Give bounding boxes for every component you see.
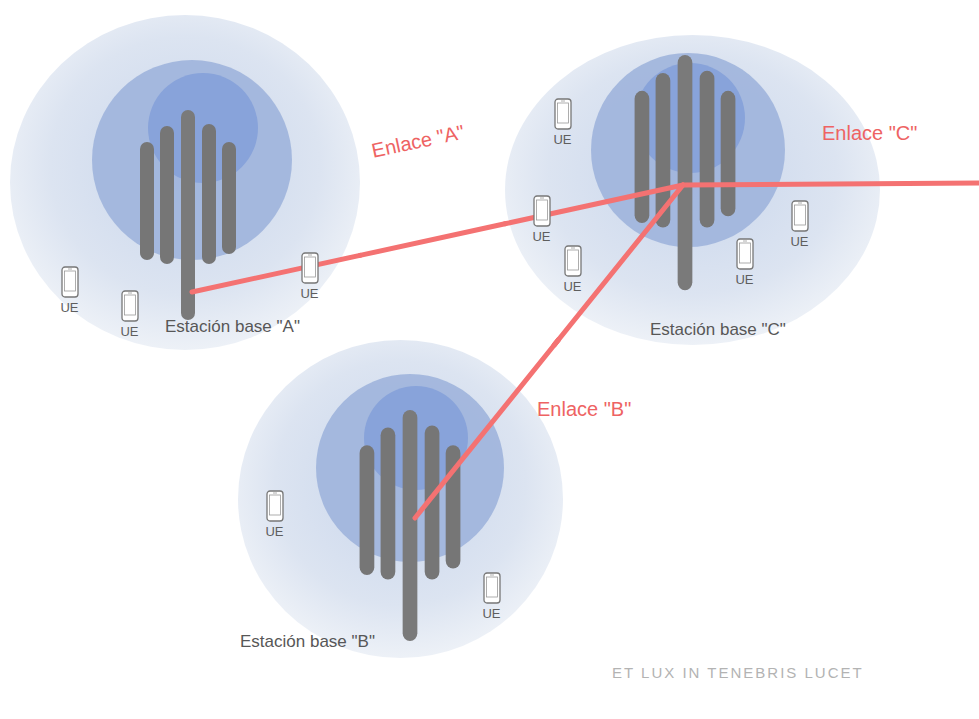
phone-icon xyxy=(554,98,572,130)
ue-label: UE xyxy=(58,300,81,315)
base-station-cell: Estación base "C" UE UE UE UE UE xyxy=(505,35,880,345)
phone-icon xyxy=(791,200,809,232)
ue-label: UE xyxy=(118,324,141,339)
phone-icon xyxy=(533,195,551,227)
phone-icon xyxy=(266,490,284,522)
station-label: Estación base "B" xyxy=(240,632,375,652)
user-equipment: UE xyxy=(733,238,756,287)
user-equipment: UE xyxy=(298,252,321,301)
user-equipment: UE xyxy=(551,98,574,147)
radio-link xyxy=(554,340,558,345)
ue-label: UE xyxy=(298,286,321,301)
phone-icon xyxy=(483,572,501,604)
ue-label: UE xyxy=(480,606,503,621)
watermark-text: ET LUX IN TENEBRIS LUCET xyxy=(612,664,864,681)
coverage-ellipse xyxy=(505,35,880,345)
backhaul-link xyxy=(683,183,979,185)
station-label: Estación base "C" xyxy=(650,320,786,340)
radio-link xyxy=(360,224,505,256)
link-label: Enlace "C" xyxy=(822,122,917,145)
user-equipment: UE xyxy=(263,490,286,539)
ue-label: UE xyxy=(551,132,574,147)
ue-label: UE xyxy=(561,279,584,294)
base-station-cell: Estación base "A" UE UE UE xyxy=(10,15,360,350)
user-equipment: UE xyxy=(58,266,81,315)
user-equipment: UE xyxy=(118,290,141,339)
coverage-ellipse xyxy=(238,340,563,658)
user-equipment: UE xyxy=(480,572,503,621)
station-label: Estación base "A" xyxy=(165,317,300,337)
user-equipment: UE xyxy=(788,200,811,249)
link-label: Enlace "B" xyxy=(537,398,631,421)
phone-icon xyxy=(121,290,139,322)
base-station-cell: Estación base "B" UE UE xyxy=(238,340,563,658)
phone-icon xyxy=(61,266,79,298)
user-equipment: UE xyxy=(530,195,553,244)
link-label: Enlace "A" xyxy=(370,121,467,163)
user-equipment: UE xyxy=(561,245,584,294)
ue-label: UE xyxy=(733,272,756,287)
ue-label: UE xyxy=(788,234,811,249)
phone-icon xyxy=(564,245,582,277)
phone-icon xyxy=(301,252,319,284)
ue-label: UE xyxy=(530,229,553,244)
phone-icon xyxy=(736,238,754,270)
ue-label: UE xyxy=(263,524,286,539)
